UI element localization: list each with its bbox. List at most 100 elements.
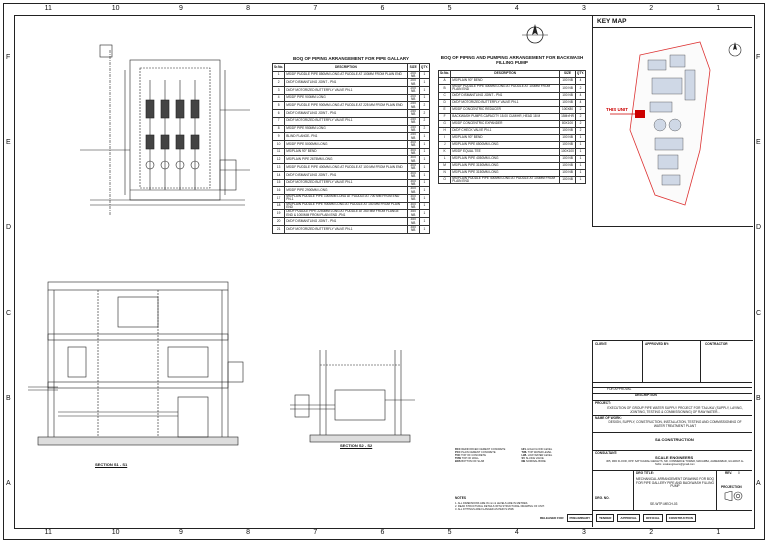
tbl1-header: SIZE [406,63,420,72]
table-cell: 1 [418,194,431,203]
table-cell: 2 [418,116,431,126]
table-cell: 1 [418,85,431,95]
table-cell: MS/DF PIPE 950MM LONG [284,124,408,134]
table-cell: 6 [271,109,286,118]
table-cell: 1 [418,217,431,226]
grid-label: 7 [313,529,318,536]
tb-projection-label: PROJECTION [721,485,742,489]
keymap-box [592,16,753,227]
table-cell: 80X100 [559,119,576,128]
notes-list: 1. ALL DIMENSIONS ARE IN mm & LEVELS ARE… [455,502,585,511]
table-cell: 2 [271,78,286,87]
north-arrow-icon [522,24,548,44]
grid-label: 6 [380,5,385,12]
legend-meaning: TOP WATER LEVEL [527,451,552,455]
table-cell: 1 [418,155,431,165]
legend-item: TOC TOP OF CONCRETE [455,454,519,457]
table-cell: 2 [574,105,587,114]
legend-item: HFL HIGH FLOOD LEVEL [522,448,586,451]
table-cell: 1 [418,224,431,234]
grid-label: F [756,53,761,61]
table-cell: 1 [574,147,587,156]
keymap-title: KEY MAP [597,18,627,25]
table-cell: MS/DF PUDDLE PIPE 400MM LONG AT PUDDLE A… [284,163,408,172]
table-cell: MS/DF CONCENTRIC EXPANDER [450,119,561,128]
table-cell: 100 NB [559,91,576,100]
table-cell: 9 [271,132,286,141]
tb-name-work-text: DESIGN, SUPPLY, CONSTRUCTION, INSTALLATI… [608,420,742,428]
legend-item: TWL TOP WATER LEVEL [522,451,586,454]
table-cell: K [437,147,452,156]
tb-client-label: CLIENT: [595,342,608,346]
tb-vline-4 [716,470,717,510]
table-cell: MS/PLAIN 90° BEND [450,133,561,142]
table-cell: 2 [574,112,587,121]
grid-label: 8 [246,5,251,12]
inner-border [14,15,755,529]
grid-label: 2 [649,5,654,12]
tb-project-label: PROJECT: [595,401,611,405]
tb-sa-construction: SA CONSTRUCTION [655,437,694,442]
tb-hline-4 [592,432,752,433]
tbl2-header: SIZE [559,70,576,78]
table-cell: DI/DF DISMANTLING JOINT - PN1 [450,91,561,100]
table-cell: 100 NB [559,133,576,142]
legend-abbr: RCC [455,448,461,451]
tb-vline-1 [642,340,643,382]
table-cell: 21 [271,224,286,234]
grid-label: 8 [246,529,251,536]
table-cell: D [437,98,452,107]
table-cell: 1 [418,201,431,211]
table-cell: 1 [574,161,587,170]
tb-consultant-label: CONSULTANT: [595,451,618,455]
table-cell: 2 [574,84,587,93]
tbl1-header: Sr.No. [271,63,286,72]
table-cell: 250 NB [406,116,420,126]
table-cell: 13 [271,163,286,172]
note-item: 1. ALL DIMENSIONS ARE IN mm & LEVELS ARE… [455,502,529,505]
table-cell: 5 [271,101,286,111]
grid-label: 4 [514,5,519,12]
tb-scale-address: 305, 3RD FLOOR, OPP. SATYAGRAH HEIGHTS, … [606,460,744,466]
table-cell: 8 [271,124,286,134]
legend-item: PCC PLAIN CEMENT CONCRETE [455,451,519,454]
table-cell: 1 [418,163,431,172]
table-cell: 1 [418,209,431,219]
table-cell: B [437,84,452,93]
table-cell: 1 [418,93,431,103]
table-cell: DI/DF MOTORIZED BUTTERFLY VALVE PN-1 [450,98,561,107]
title-block [592,340,753,527]
legend-item: NB NOMINAL BORE [522,460,586,463]
table-cell: 100 NB [559,84,576,93]
tb-vline-3 [633,470,634,510]
table-cell: 100 NB [559,161,576,170]
grid-label: A [6,480,11,488]
legend-meaning: REINFORCED CEMENT CONCRETE [460,448,506,451]
table-cell: F [437,112,452,121]
release-option: PRELIMINARY [566,514,594,522]
table-cell: 350 NB [406,224,420,234]
table-cell: 1 [418,78,431,87]
tb-drg-no-label: DRG. NO. [595,496,610,500]
legend-abbr: NB [521,460,526,464]
table-cell: DI/DF CHECK VALVE PN-1 [450,126,561,135]
table-cell: G [437,119,452,128]
tb-drg-title: MECHANICAL ARRANGEMENT DRAWING FOR BOQ F… [636,477,714,489]
table-cell: 11 [271,147,286,157]
table-cell: 2 [418,101,431,111]
legend-item: LWL LOW WATER LEVEL [522,454,586,457]
